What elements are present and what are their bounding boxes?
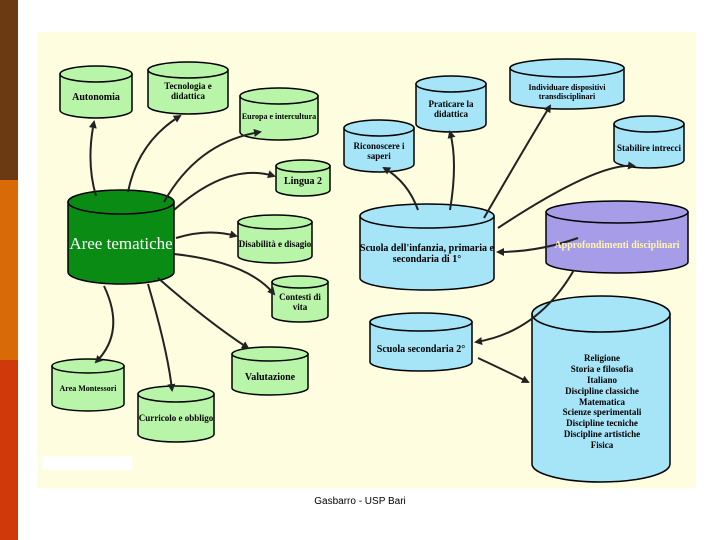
node-riconoscere: Riconoscere i saperi	[353, 141, 405, 161]
cylinder-lingua2	[275, 159, 331, 197]
side-bar-middle	[0, 180, 18, 360]
cylinder-discipline	[531, 295, 671, 483]
discipline-item: Discipline classiche	[565, 385, 639, 396]
discipline-item: Matematica	[579, 396, 625, 407]
cylinder-approfondimenti	[545, 200, 689, 274]
node-autonomia: Autonomia	[72, 91, 120, 103]
footer-text: Gasbarro - USP Bari	[314, 496, 406, 507]
node-disabilita: Disabilità e disagio	[238, 239, 312, 250]
node-praticare: Praticare la didattica	[428, 99, 474, 119]
arrow-to-autonomia	[88, 120, 97, 197]
cylinder-europa	[239, 87, 319, 141]
cylinder-disabilita	[237, 214, 313, 264]
arrow-to-area-montessori	[94, 285, 115, 364]
cylinder-valutazione	[231, 346, 309, 396]
node-approfondimenti: Approfondimenti disciplinari	[554, 239, 680, 251]
cylinder-area-montessori	[51, 358, 125, 412]
node-contesti: Contesti di vita	[279, 292, 321, 312]
arrow-to-contesti	[173, 253, 276, 296]
discipline-item: Italiano	[586, 375, 617, 385]
node-curricolo: Curricolo e obbligo	[138, 413, 214, 424]
arrow-to-praticare	[447, 130, 456, 211]
cylinder-praticare	[415, 75, 487, 133]
cylinder-contesti	[271, 275, 329, 323]
arrow-to-scuola-infanzia	[496, 237, 579, 256]
side-bar-bottom	[0, 360, 18, 540]
discipline-item: Religione	[583, 353, 620, 364]
arrow-to-riconoscere	[382, 166, 419, 211]
arrow-to-scuola-secondaria2	[474, 269, 575, 345]
discipline-item: Fisica	[590, 439, 614, 450]
arrow-to-europa	[163, 129, 262, 203]
node-europa: Europa e intercultura	[241, 111, 317, 121]
cylinder-individuare	[509, 58, 625, 110]
arrow-to-lingua2	[173, 170, 276, 211]
discipline-item: Storia e filosofia	[570, 364, 634, 375]
side-bar-top	[0, 0, 18, 180]
white-label-box	[42, 456, 132, 470]
node-scuola-secondaria2: Scuola secondaria 2°	[376, 343, 466, 355]
cylinder-riconoscere	[343, 119, 415, 173]
node-area-montessori: Area Montessori	[59, 383, 117, 393]
discipline-item: Discipline artistiche	[563, 428, 641, 439]
arrow-to-curricolo	[147, 283, 176, 392]
discipline-item: Scienze sperimentali	[562, 407, 642, 418]
node-aree-tematiche: Aree tematiche	[69, 233, 173, 253]
arrow-to-discipline	[477, 357, 530, 383]
cylinder-tecnologia	[147, 61, 229, 115]
node-stabilire: Stabilire intrecci	[617, 143, 681, 154]
node-valutazione: Valutazione	[244, 371, 296, 383]
arrow-to-valutazione	[157, 277, 250, 350]
arrow-to-individuare	[483, 104, 552, 219]
concept-diagram: Autonomia Tecnologia e didattica Europa …	[38, 32, 696, 488]
node-lingua2: Lingua 2	[283, 175, 323, 187]
cylinder-autonomia	[59, 65, 133, 119]
arrow-to-tecnologia	[127, 114, 182, 193]
node-scuola-infanzia: Scuola dell'infanzia, primaria e seconda…	[360, 243, 494, 265]
arrow-to-stabilire	[497, 161, 636, 229]
cylinder-curricolo	[137, 385, 215, 443]
node-tecnologia: Tecnologia e didattica	[164, 81, 212, 101]
cylinder-stabilire	[613, 115, 685, 169]
cylinder-scuola-secondaria2	[369, 312, 473, 372]
cylinder-aree-tematiche	[67, 189, 175, 285]
diagram-drawing	[51, 58, 689, 483]
node-individuare: Individuare dispositivi transdisciplinar…	[528, 83, 606, 101]
arrow-to-disabilita	[175, 230, 238, 239]
discipline-item: Discipline tecniche	[566, 418, 638, 429]
cylinder-scuola-infanzia	[359, 203, 495, 291]
